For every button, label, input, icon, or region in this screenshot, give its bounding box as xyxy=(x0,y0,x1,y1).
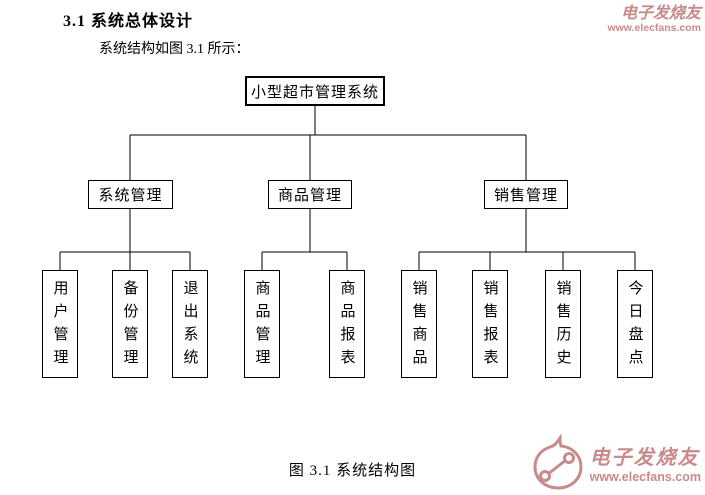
leaf-node-backup-management: 备份管理 xyxy=(112,270,148,378)
leaf-node-label: 今日盘点 xyxy=(626,280,643,372)
leaf-node-sales-history: 销售历史 xyxy=(545,270,581,378)
leaf-node-exit-system: 退出系统 xyxy=(172,270,208,378)
leaf-node-sales-report: 销售报表 xyxy=(472,270,508,378)
branch-node-label: 商品管理 xyxy=(277,188,342,204)
leaf-node-label: 销售历史 xyxy=(554,280,571,372)
leaf-node-label: 商品管理 xyxy=(253,280,270,372)
circuit-speech-bubble-logo-icon xyxy=(530,433,586,495)
watermark-bottom-right: 电子发烧友 www.elecfans.com xyxy=(530,433,701,495)
leaf-node-label: 退出系统 xyxy=(181,280,198,372)
leaf-node-product-report: 商品报表 xyxy=(329,270,365,378)
watermark-brand-text: 电子发烧友 xyxy=(589,446,700,469)
leaf-node-product-management: 商品管理 xyxy=(244,270,280,378)
leaf-node-label: 商品报表 xyxy=(338,280,355,372)
leaf-node-label: 备份管理 xyxy=(121,280,138,372)
leaf-node-label: 销售商品 xyxy=(410,280,427,372)
leaf-node-today-inventory: 今日盘点 xyxy=(617,270,653,378)
leaf-node-label: 销售报表 xyxy=(481,280,498,372)
leaf-node-user-management: 用户管理 xyxy=(42,270,78,378)
branch-node-system-management: 系统管理 xyxy=(88,180,173,209)
root-node-label: 小型超市管理系统 xyxy=(250,84,379,101)
leaf-node-label: 用户管理 xyxy=(51,280,68,372)
leaf-node-sell-product: 销售商品 xyxy=(401,270,437,378)
branch-node-label: 系统管理 xyxy=(98,188,163,204)
diagram-root-node: 小型超市管理系统 xyxy=(245,76,385,106)
watermark-url-text: www.elecfans.com xyxy=(589,469,701,484)
branch-node-product-management: 商品管理 xyxy=(268,180,352,209)
watermark-brand-text: 电子发烧友 xyxy=(620,5,701,22)
section-heading: 3.1 系统总体设计 xyxy=(63,13,194,30)
figure-caption: 图 3.1 系统结构图 xyxy=(288,463,417,479)
branch-node-sales-management: 销售管理 xyxy=(484,180,568,209)
watermark-url-text: www.elecfans.com xyxy=(607,21,701,34)
watermark-top-right: 电子发烧友 www.elecfans.com xyxy=(607,5,701,34)
branch-node-label: 销售管理 xyxy=(493,188,558,204)
intro-text: 系统结构如图 3.1 所示： xyxy=(99,42,250,57)
